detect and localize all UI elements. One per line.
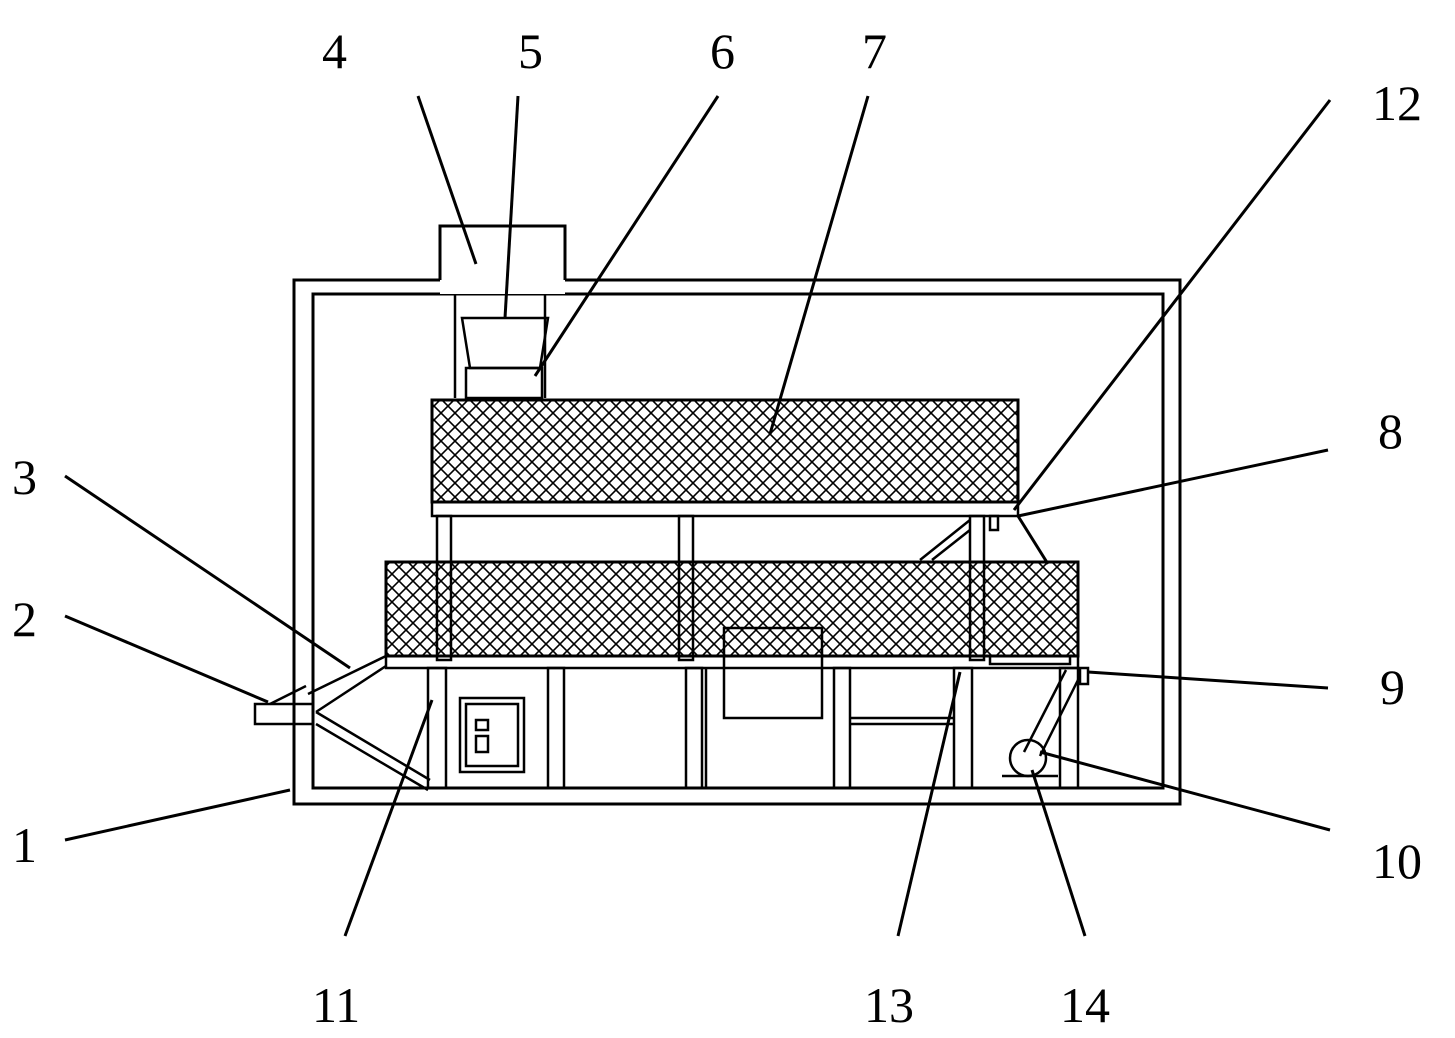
- label-10: 10: [1372, 833, 1422, 889]
- part-numbers: 1 2 3 4 5 6 7 8 9 10 11 12 13 14: [12, 23, 1422, 1033]
- label-5: 5: [518, 23, 543, 79]
- lower-frame: [426, 666, 1080, 790]
- discharge-chute: [253, 654, 431, 792]
- motor-box: [722, 626, 824, 720]
- hopper: [460, 316, 550, 400]
- label-7: 7: [862, 23, 887, 79]
- drive-linkage: [988, 654, 1090, 778]
- feed-inlet: [438, 224, 567, 398]
- label-3: 3: [12, 449, 37, 505]
- label-1: 1: [12, 817, 37, 873]
- label-8: 8: [1378, 403, 1403, 459]
- label-11: 11: [312, 977, 360, 1033]
- control-panel: [458, 696, 526, 774]
- lower-screen: [384, 560, 1080, 670]
- label-12: 12: [1372, 75, 1422, 131]
- housing: [292, 278, 1182, 806]
- label-13: 13: [864, 977, 914, 1033]
- label-9: 9: [1380, 659, 1405, 715]
- label-2: 2: [12, 591, 37, 647]
- leader-lines: [64, 95, 1332, 937]
- label-6: 6: [710, 23, 735, 79]
- upper-screen: [430, 398, 1020, 518]
- label-4: 4: [322, 23, 347, 79]
- upper-support-legs: [435, 514, 1000, 662]
- label-14: 14: [1060, 977, 1110, 1033]
